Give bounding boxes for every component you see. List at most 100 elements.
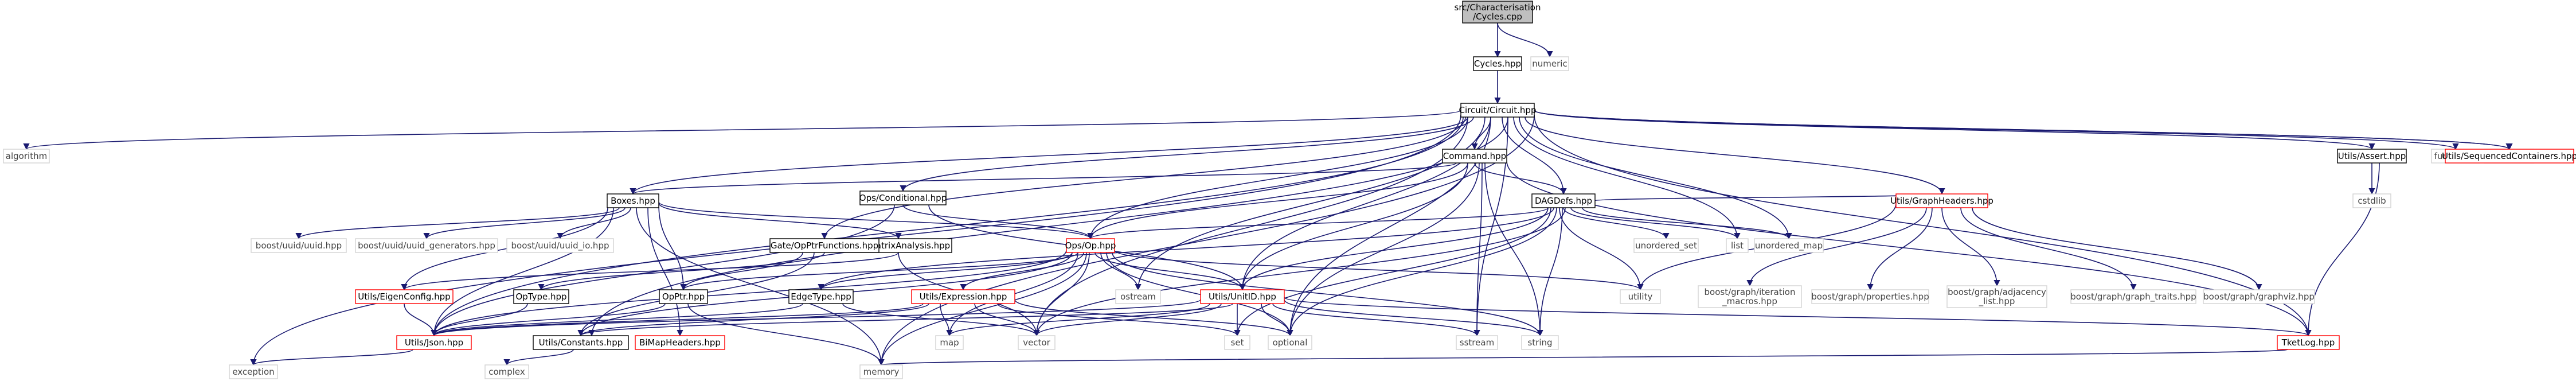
dependency-edge xyxy=(821,116,1466,240)
node-utils-expression-hpp[interactable]: Utils/Expression.hpp xyxy=(911,289,1015,304)
svg-text:src/Characterisation: src/Characterisation xyxy=(1455,2,1541,13)
svg-text:Utils/EigenConfig.hpp: Utils/EigenConfig.hpp xyxy=(358,291,450,302)
dependency-edge xyxy=(577,303,929,337)
svg-text:Utils/UnitID.hpp: Utils/UnitID.hpp xyxy=(1209,291,1276,302)
node-dagdefs-hpp[interactable]: DAGDefs.hpp xyxy=(1531,193,1596,208)
node-bimapheaders-hpp[interactable]: BiMapHeaders.hpp xyxy=(635,335,725,350)
node-root-file: src/Characterisation /Cycles.cpp xyxy=(1455,1,1541,24)
node-command-hpp[interactable]: Command.hpp xyxy=(1442,149,1507,164)
svg-text:exception: exception xyxy=(232,367,274,377)
svg-text:cstdlib: cstdlib xyxy=(2358,196,2386,206)
svg-text:complex: complex xyxy=(488,367,525,377)
dependency-edge xyxy=(423,207,626,240)
dependency-edge xyxy=(1033,303,1222,337)
node-circuit-hpp[interactable]: Circuit/Circuit.hpp xyxy=(1459,103,1537,118)
svg-text:DAGDefs.hpp: DAGDefs.hpp xyxy=(1535,196,1592,206)
svg-text:list: list xyxy=(1731,240,1744,251)
svg-text:Circuit/Circuit.hpp: Circuit/Circuit.hpp xyxy=(1459,105,1537,115)
dependency-edge xyxy=(1559,207,1644,291)
node-string: string xyxy=(1521,335,1559,350)
dependency-edge xyxy=(431,250,1067,337)
dependency-edge xyxy=(879,349,2288,366)
node-boost-graph-iteration-macros: boost/graph/iteration _macros.hpp xyxy=(1698,285,1802,308)
svg-text:Gate/OpPtrFunctions.hpp: Gate/OpPtrFunctions.hpp xyxy=(771,240,878,251)
dependency-edge xyxy=(687,303,885,366)
node-edgetype-hpp[interactable]: EdgeType.hpp xyxy=(788,289,854,304)
dependency-edge xyxy=(24,110,1461,150)
dependency-edge xyxy=(1234,207,1551,337)
dependency-edge xyxy=(1941,207,2000,287)
dependency-edge xyxy=(1100,252,1142,291)
dependency-edge xyxy=(250,349,413,366)
dependency-edge xyxy=(431,303,924,337)
svg-text:memory: memory xyxy=(863,367,900,377)
svg-text:boost/graph/graphviz.hpp: boost/graph/graphviz.hpp xyxy=(2203,291,2315,302)
svg-text:map: map xyxy=(940,337,959,348)
dependency-edge xyxy=(946,303,1210,337)
dependency-edge xyxy=(1972,207,2262,291)
svg-text:boost/uuid/uuid_io.hpp: boost/uuid/uuid_io.hpp xyxy=(511,240,609,251)
dependency-edge xyxy=(1570,207,1741,240)
svg-text:algorithm: algorithm xyxy=(6,151,47,161)
dependency-edge xyxy=(680,252,803,291)
node-utils-assert-hpp[interactable]: Utils/Assert.hpp xyxy=(2337,149,2407,164)
dependency-edge xyxy=(1284,299,1543,337)
node-utils-graphheaders-hpp[interactable]: Utils/GraphHeaders.hpp xyxy=(1890,193,1993,208)
node-ostream: ostream xyxy=(1115,289,1161,304)
svg-text:BiMapHeaders.hpp: BiMapHeaders.hpp xyxy=(639,337,721,348)
dependency-edge xyxy=(503,349,574,366)
svg-text:OpPtr.hpp: OpPtr.hpp xyxy=(662,291,705,302)
dependency-edge xyxy=(2305,162,2380,337)
dependency-edge xyxy=(630,162,1457,195)
dependency-edge xyxy=(1239,162,1468,291)
node-gate-opptr-functions[interactable]: Gate/OpPtrFunctions.hpp xyxy=(769,238,879,253)
dependency-edge xyxy=(1502,116,1567,195)
svg-text:OpType.hpp: OpType.hpp xyxy=(515,291,566,302)
node-vector: vector xyxy=(1018,335,1056,350)
node-utils-eigenconfig-hpp[interactable]: Utils/EigenConfig.hpp xyxy=(355,289,454,304)
dependency-edge xyxy=(1087,207,1549,240)
node-ops-op-hpp[interactable]: Ops/Op.hpp xyxy=(1065,238,1116,253)
svg-text:Command.hpp: Command.hpp xyxy=(1443,151,1506,161)
node-opptr-hpp[interactable]: OpPtr.hpp xyxy=(659,289,708,304)
node-cycles-hpp[interactable]: Cycles.hpp xyxy=(1473,56,1522,71)
dependency-edge xyxy=(1519,116,1792,240)
node-sstream: sstream xyxy=(1456,335,1498,350)
node-utils-sequencedcontainers-hpp[interactable] xyxy=(2423,149,2425,150)
dependency-edge xyxy=(630,116,1468,195)
svg-text:boost/graph/iteration: boost/graph/iteration xyxy=(1705,287,1796,297)
node-utils-json-hpp[interactable]: Utils/Json.hpp xyxy=(396,335,472,350)
svg-text:unordered_set: unordered_set xyxy=(1635,240,1697,251)
node-memory: memory xyxy=(859,364,903,379)
node-tketlog-hpp[interactable]: TketLog.hpp xyxy=(2277,335,2340,350)
dependency-edge xyxy=(1525,116,1945,195)
svg-text:Utils/SequencedContainers.hpp: Utils/SequencedContainers.hpp xyxy=(2442,151,2576,161)
dependency-edge xyxy=(1473,162,1483,337)
node-boxes-hpp[interactable]: Boxes.hpp xyxy=(607,193,659,208)
svg-text:set: set xyxy=(1231,337,1244,348)
node-set: set xyxy=(1224,335,1250,350)
dependency-edge xyxy=(538,252,825,291)
node-ops-conditional-hpp[interactable]: Ops/Conditional.hpp xyxy=(859,190,947,205)
svg-text:boost/graph/properties.hpp: boost/graph/properties.hpp xyxy=(1811,291,1929,302)
dependency-edge xyxy=(902,204,1094,240)
node-utility: utility xyxy=(1620,289,1661,304)
dependency-edge xyxy=(431,207,614,337)
dependency-edge xyxy=(1497,22,1553,58)
dependency-edge xyxy=(818,252,1073,291)
node-utils-constants-hpp[interactable]: Utils/Constants.hpp xyxy=(533,335,629,350)
node-optype-hpp[interactable]: OpType.hpp xyxy=(513,289,569,304)
svg-text:boost/graph/adjacency: boost/graph/adjacency xyxy=(1948,287,2046,297)
svg-text:Utils/GraphHeaders.hpp: Utils/GraphHeaders.hpp xyxy=(1890,196,1993,206)
dependency-edge xyxy=(647,207,683,337)
dependency-edge xyxy=(1087,162,1468,240)
dependency-edge xyxy=(431,299,1201,337)
node-utils-unitid-hpp[interactable]: Utils/UnitID.hpp xyxy=(1200,289,1285,304)
node-utils-sequencedcontainers[interactable]: Utils/SequencedContainers.hpp xyxy=(2442,149,2576,164)
svg-text:vector: vector xyxy=(1023,337,1050,348)
dependency-edge xyxy=(878,114,1535,366)
dependency-edge xyxy=(1112,252,1543,337)
node-cstdlib: cstdlib xyxy=(2352,193,2391,208)
node-map: map xyxy=(935,335,964,350)
dependency-edge xyxy=(1960,207,2137,291)
